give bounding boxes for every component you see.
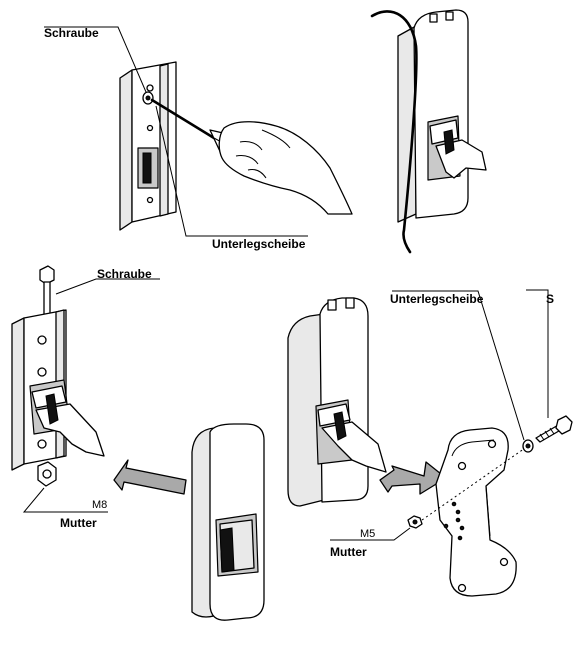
- panel3-nut-label: Mutter: [60, 516, 97, 530]
- panel1-screw-label: Schraube: [44, 26, 99, 40]
- speaker-back-view: [287, 297, 387, 507]
- speaker-front-view: [191, 423, 265, 621]
- panel3-thread-label: M8: [92, 499, 108, 511]
- panel2-speaker-with-cable: [370, 9, 487, 254]
- panel1-washer-label: Unterlegscheibe: [212, 237, 306, 251]
- panel4-wall-plate: [330, 289, 573, 597]
- panel3-bracket-screw-nut: [11, 265, 160, 513]
- panel4-thread-label: M5: [360, 528, 376, 540]
- panel4-screw-label: S: [546, 292, 555, 306]
- panel1-bracket-screwdriver: [44, 26, 353, 237]
- panel4-nut-label: Mutter: [330, 545, 367, 559]
- panel3-screw-label: Schraube: [97, 267, 152, 281]
- arrow-left: [113, 459, 187, 495]
- panel4-washer-label: Unterlegscheibe: [390, 292, 484, 306]
